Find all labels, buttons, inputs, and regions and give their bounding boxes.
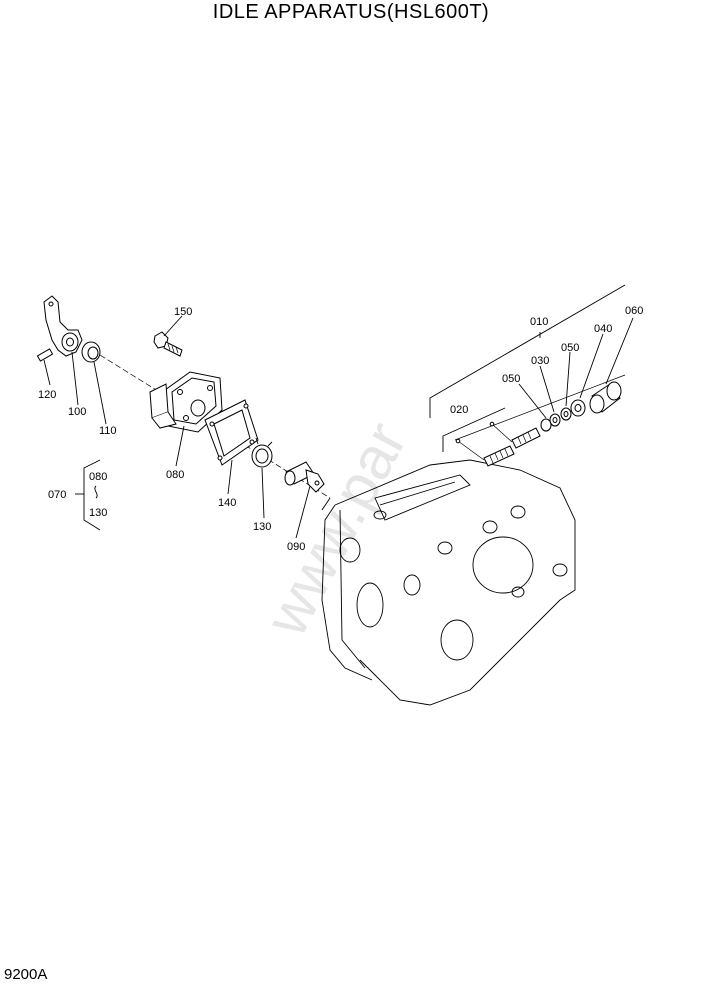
pin-120	[36, 348, 54, 362]
leader-050b	[565, 351, 571, 407]
watermark: www.par	[252, 412, 420, 647]
part-label-050-right: 050	[561, 342, 579, 354]
part-label-090: 090	[287, 541, 305, 553]
group-bracket-020	[442, 407, 506, 452]
part-label-070-range-start: 080	[89, 471, 107, 483]
gasket-140	[204, 399, 259, 466]
part-label-130: 130	[253, 521, 271, 533]
leader-130	[261, 467, 265, 519]
leader-040	[579, 333, 604, 399]
engine-block-outline	[321, 459, 576, 706]
leader-150	[163, 315, 183, 337]
part-label-010: 010	[530, 316, 548, 328]
leader-110	[93, 361, 107, 425]
leader-080	[175, 425, 185, 467]
svg-text:www.par: www.par	[252, 412, 420, 647]
leader-060	[605, 317, 634, 385]
housing-080	[149, 371, 223, 433]
leader-100	[71, 351, 79, 406]
part-label-060: 060	[625, 305, 643, 317]
part-label-120: 120	[38, 389, 56, 401]
group-bracket-010	[429, 284, 626, 418]
part-label-030: 030	[531, 355, 549, 367]
leader-030	[539, 365, 555, 413]
seal-110	[81, 341, 101, 363]
spring-130	[251, 437, 273, 468]
page-title: IDLE APPARATUS(HSL600T)	[212, 1, 490, 23]
washer-stack	[540, 399, 586, 432]
part-label-070-range-end: 130	[89, 507, 107, 519]
cap-060	[589, 381, 622, 414]
leader-050a	[518, 383, 547, 419]
screw-assembly-020	[455, 421, 541, 467]
part-label-150: 150	[174, 306, 192, 318]
lever-100	[43, 295, 83, 357]
part-label-110: 110	[99, 425, 117, 437]
range-tilde	[94, 485, 98, 499]
part-label-070: 070	[48, 489, 66, 501]
leader-140	[227, 459, 233, 495]
shaft-090	[284, 461, 325, 493]
page-id: 9200A	[4, 966, 48, 983]
leader-120	[43, 359, 51, 386]
part-label-080: 080	[166, 469, 184, 481]
part-label-050-left: 050	[502, 373, 520, 385]
leader-090	[295, 485, 311, 539]
assembly-axis-line-right	[454, 374, 626, 441]
part-label-140: 140	[218, 497, 236, 509]
part-label-040: 040	[594, 323, 612, 335]
part-label-020: 020	[450, 404, 468, 416]
bolt-150	[153, 331, 183, 357]
part-label-100: 100	[68, 406, 86, 418]
